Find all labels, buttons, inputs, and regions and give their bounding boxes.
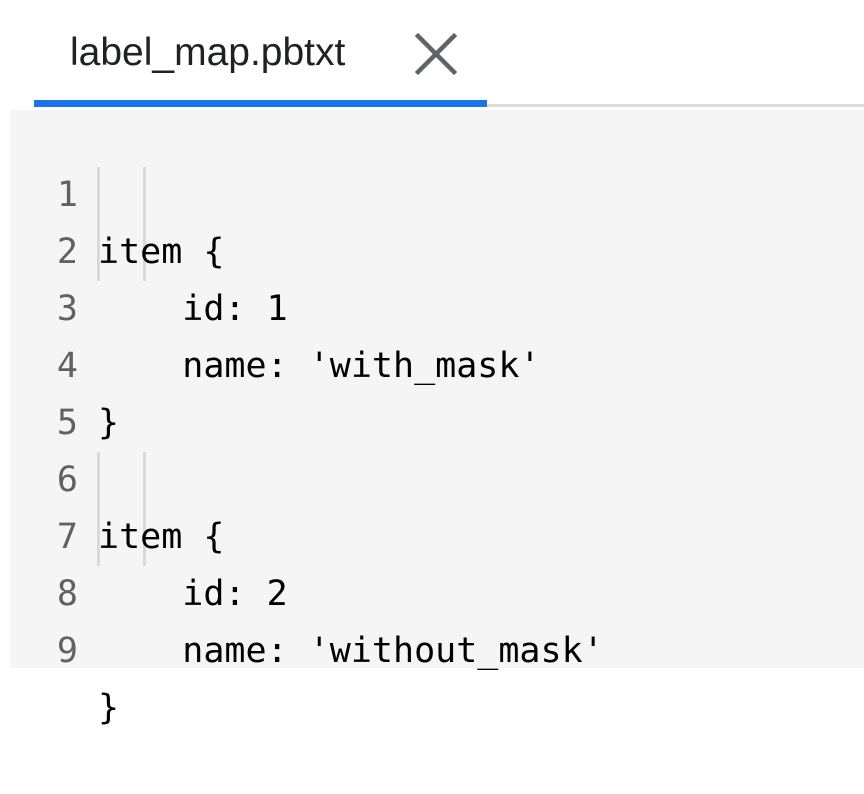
file-tab[interactable]: label_map.pbtxt xyxy=(34,0,487,107)
line-number: 9 xyxy=(56,631,78,671)
tab-bar-divider xyxy=(487,104,864,107)
code-line: 3 name: 'with_mask' xyxy=(10,224,864,386)
close-icon[interactable] xyxy=(414,32,458,76)
indent-guide xyxy=(143,452,146,566)
code-text: } xyxy=(98,688,120,728)
line-number: 1 xyxy=(56,175,78,215)
code-line: 4 } xyxy=(10,281,864,443)
code-text: name: 'with_mask' xyxy=(98,346,541,386)
line-number: 5 xyxy=(56,403,78,443)
code-line: 5 xyxy=(10,338,864,443)
code-line: 8 name: 'without_mask' xyxy=(10,509,864,671)
code-text: item { xyxy=(98,517,225,557)
code-text: id: 1 xyxy=(98,289,288,329)
tab-bar: label_map.pbtxt xyxy=(10,0,864,107)
indent-guide xyxy=(97,167,100,281)
indent-guide xyxy=(143,167,146,281)
line-number: 3 xyxy=(56,289,78,329)
code-line: 9 } xyxy=(10,566,864,728)
line-number: 6 xyxy=(56,460,78,500)
code-text: } xyxy=(98,403,120,443)
tab-title: label_map.pbtxt xyxy=(70,31,346,74)
code-text: name: 'without_mask' xyxy=(98,631,604,671)
code-text: item { xyxy=(98,232,225,272)
code-line: 1 item { xyxy=(10,110,864,272)
code-line: 7 id: 2 xyxy=(10,452,864,614)
line-number: 8 xyxy=(56,574,78,614)
line-number: 4 xyxy=(56,346,78,386)
active-tab-indicator xyxy=(34,100,487,107)
code-line: 6 item { xyxy=(10,395,864,557)
code-editor[interactable]: 1 item { 2 id: 1 3 name: 'with_mask' 4 }… xyxy=(10,110,864,728)
code-line: 2 id: 1 xyxy=(10,167,864,329)
indent-guide xyxy=(97,452,100,566)
line-number: 2 xyxy=(56,232,78,272)
line-number: 7 xyxy=(56,517,78,557)
code-text: id: 2 xyxy=(98,574,288,614)
